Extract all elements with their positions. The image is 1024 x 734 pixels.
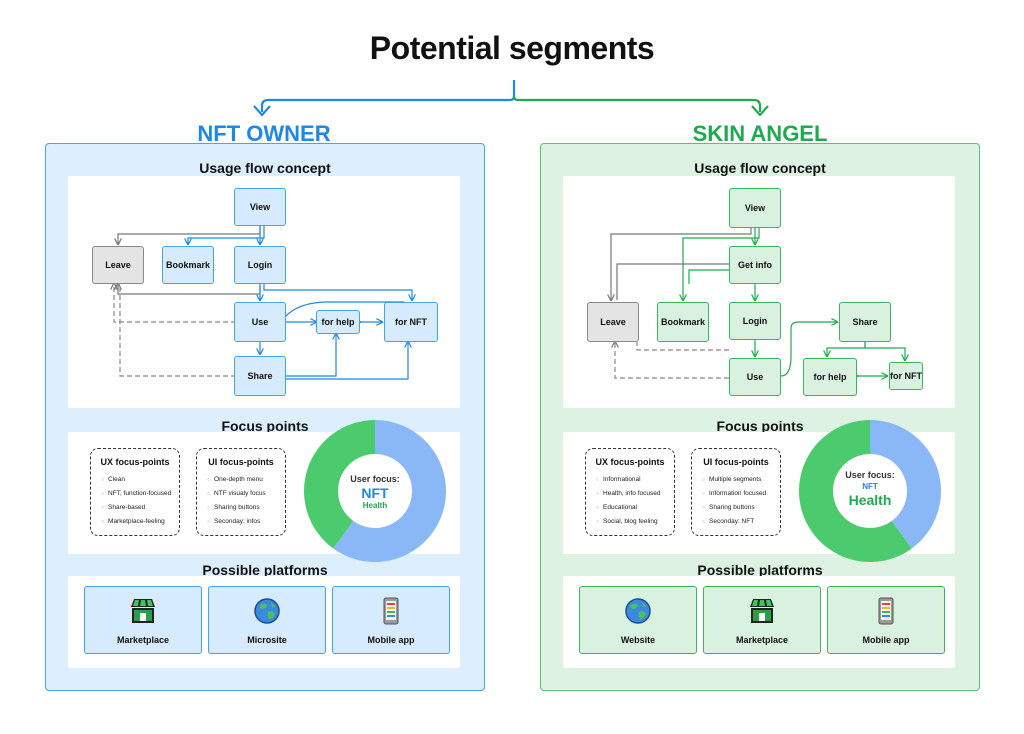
ux-focus-title: UX focus-points <box>595 457 665 467</box>
ux-focus-title: UX focus-points <box>100 457 170 467</box>
page-title: Potential segments <box>369 30 655 66</box>
platform-label: Microsite <box>247 635 287 645</box>
flow-node-leave: Leave <box>587 302 639 342</box>
platform-label: Website <box>620 635 656 645</box>
list-item: Seconday: NFT <box>702 515 780 529</box>
list-item: Seconday: infos <box>207 515 285 529</box>
donut-secondary-focus: Health <box>848 492 892 508</box>
ux-focus-box: UX focus-points Informational Health, in… <box>585 448 675 536</box>
platform-marketplace: Marketplace <box>84 586 202 654</box>
flow-node-use: Use <box>729 358 781 396</box>
section-title-platforms: Possible platforms <box>697 562 823 578</box>
section-title-platforms: Possible platforms <box>202 562 328 578</box>
globe-icon <box>625 598 651 624</box>
list-item: Marketplace-feeling <box>101 515 179 529</box>
mobile-phone-icon <box>383 597 399 625</box>
flow-node-login: Login <box>234 246 286 284</box>
ux-focus-box: UX focus-points Clean NFT, function-focu… <box>90 448 180 536</box>
segment-title-skin-angel: SKIN ANGEL <box>692 121 828 146</box>
globe-icon <box>254 598 280 624</box>
ui-focus-box: UI focus-points One-depth menu NTF visua… <box>196 448 286 536</box>
mobile-phone-icon <box>878 597 894 625</box>
ui-focus-list: Multiple segments Information focused Sh… <box>702 473 780 529</box>
platform-label: Marketplace <box>116 635 170 645</box>
list-item: Clean <box>101 473 179 487</box>
flow-node-for-nft: for NFT <box>384 302 438 342</box>
flow-node-share: Share <box>839 302 891 342</box>
donut-chart <box>798 420 941 562</box>
platforms-card: Website Marketplace Mobile app <box>563 576 955 668</box>
flow-connectors <box>563 228 955 408</box>
donut-label: User focus: <box>845 470 895 480</box>
list-item: Social, blog feeling <box>596 515 674 529</box>
list-item: Multiple segments <box>702 473 780 487</box>
list-item: Information focused <box>702 487 780 501</box>
flow-node-bookmark: Bookmark <box>162 246 214 284</box>
list-item: Health, info focused <box>596 487 674 501</box>
ux-focus-list: Informational Health, info focused Educa… <box>596 473 674 529</box>
section-title-focus-points: Focus points <box>716 418 804 434</box>
flow-node-share: Share <box>234 356 286 396</box>
donut-primary-focus: NFT <box>361 485 389 501</box>
platform-label: Mobile app <box>862 635 910 645</box>
flow-node-leave: Leave <box>92 246 144 284</box>
section-title-usage-flow: Usage flow concept <box>694 160 826 176</box>
donut-secondary-focus: Health <box>362 501 388 510</box>
flow-card: View Get info Leave Bookmark Login Share… <box>563 176 955 408</box>
flow-node-for-nft: for NFT <box>889 362 923 390</box>
flow-node-view: View <box>729 188 781 228</box>
platform-label: Mobile app <box>367 635 415 645</box>
segment-title-nft-owner: NFT OWNER <box>197 121 331 146</box>
list-item: Share-based <box>101 501 179 515</box>
list-item: NFT, function-focused <box>101 487 179 501</box>
list-item: One-depth menu <box>207 473 285 487</box>
platform-mobile-app: Mobile app <box>827 586 945 654</box>
flow-node-for-help: for help <box>316 310 360 334</box>
flow-card: View Leave Bookmark Login Use for help f… <box>68 176 460 408</box>
storefront-icon <box>131 599 155 623</box>
segment-panel-nft-owner: Usage flow concept <box>45 143 485 691</box>
ui-focus-list: One-depth menu NTF visualy focus Sharing… <box>207 473 285 529</box>
list-item: Informational <box>596 473 674 487</box>
flow-node-get-info: Get info <box>729 246 781 284</box>
donut-label: User focus: <box>350 474 400 484</box>
platform-marketplace: Marketplace <box>703 586 821 654</box>
flow-node-for-help: for help <box>803 358 857 396</box>
storefront-icon <box>750 599 774 623</box>
user-focus-donut: User focus: NFT Health <box>304 420 447 562</box>
donut-primary-focus: NFT <box>862 482 878 491</box>
section-title-focus-points: Focus points <box>221 418 309 434</box>
flow-node-use: Use <box>234 302 286 342</box>
flow-connectors <box>68 226 460 380</box>
user-focus-donut: User focus: NFT Health <box>798 420 941 562</box>
ui-focus-title: UI focus-points <box>208 457 274 467</box>
platform-microsite: Microsite <box>208 586 326 654</box>
platform-mobile-app: Mobile app <box>332 586 450 654</box>
flow-node-view: View <box>234 188 286 226</box>
ui-focus-box: UI focus-points Multiple segments Inform… <box>691 448 781 536</box>
platforms-card: Marketplace Microsite Mobile app <box>68 576 460 668</box>
section-title-usage-flow: Usage flow concept <box>199 160 331 176</box>
list-item: Educational <box>596 501 674 515</box>
ux-focus-list: Clean NFT, function-focused Share-based … <box>101 473 179 529</box>
flow-node-bookmark: Bookmark <box>657 302 709 342</box>
platform-website: Website <box>579 586 697 654</box>
list-item: NTF visualy focus <box>207 487 285 501</box>
segment-panel-skin-angel: Usage flow concept <box>540 143 980 691</box>
list-item: Sharing buttons <box>207 501 285 515</box>
ui-focus-title: UI focus-points <box>703 457 769 467</box>
flow-node-login: Login <box>729 302 781 340</box>
list-item: Sharing buttons <box>702 501 780 515</box>
donut-chart <box>304 420 447 562</box>
platform-label: Marketplace <box>735 635 789 645</box>
